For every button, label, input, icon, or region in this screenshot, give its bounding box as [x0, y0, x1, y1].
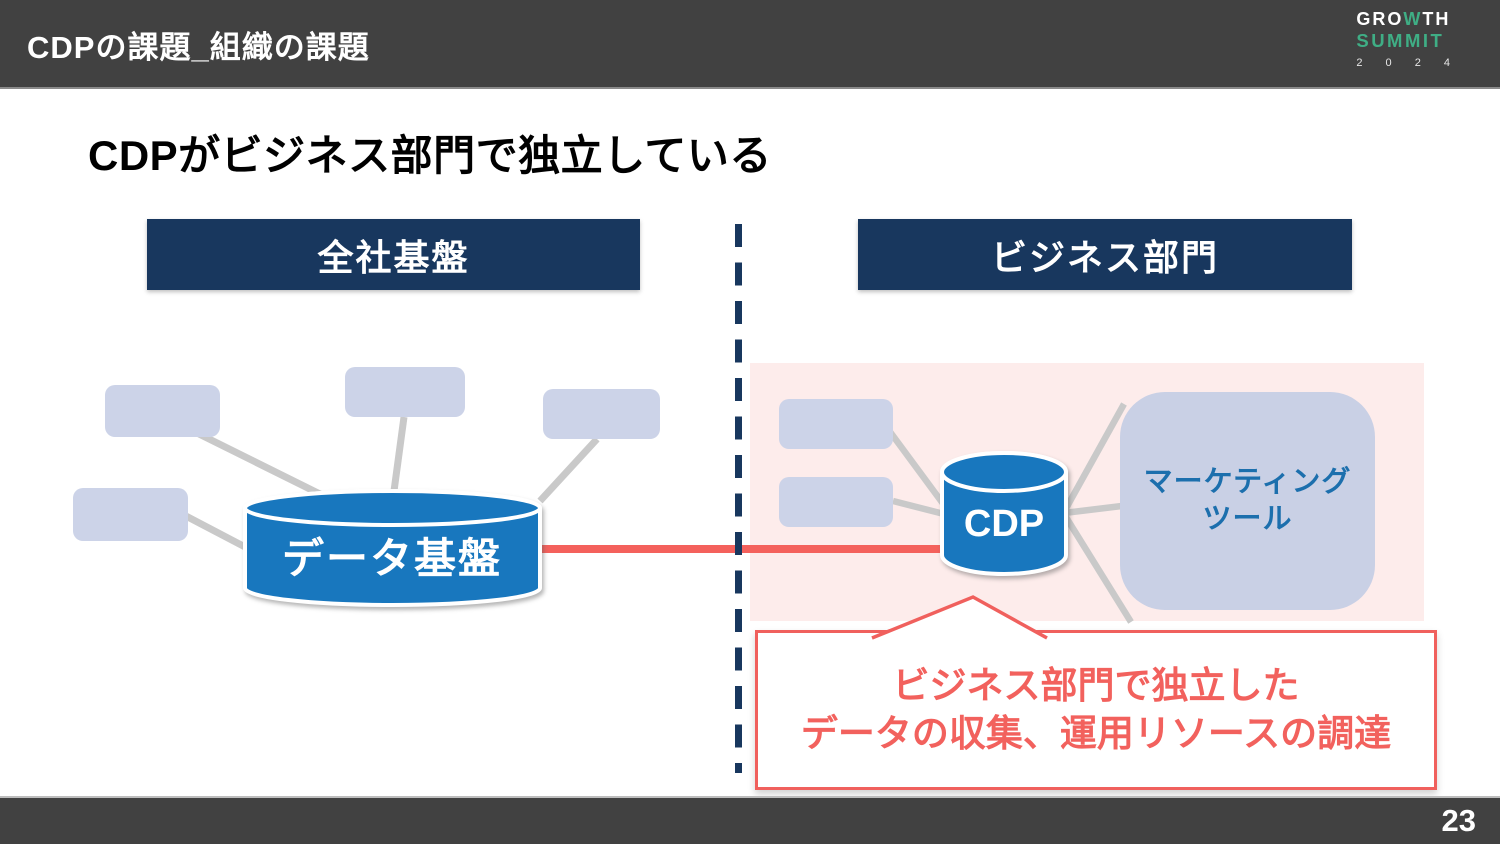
logo-year: 2 0 2 4 [1356, 56, 1460, 69]
logo-th: TH [1422, 9, 1451, 29]
logo-line-summit: SUMMIT [1356, 30, 1445, 51]
header-bar: CDPの課題_組織の課題 GROWTH SUMMIT 2 0 2 4 [0, 0, 1500, 89]
callout-line2: データの収集、運用リソースの調達 [800, 713, 1392, 754]
marketing-tool-label-line2: ツール [1202, 503, 1293, 535]
left-connector-lines [182, 416, 600, 562]
footer-bar: 23 [0, 796, 1500, 844]
page-number: 23 [1441, 803, 1476, 838]
source-box [73, 488, 188, 541]
connector-line [390, 416, 408, 492]
callout-box: ビジネス部門で独立した データの収集、運用リソースの調達 [755, 595, 1437, 790]
section-header-business-division: ビジネス部門 [858, 219, 1352, 290]
callout-line1: ビジネス部門で独立した [892, 665, 1300, 706]
marketing-tool-box: マーケティング ツール [1120, 392, 1375, 610]
callout-text: ビジネス部門で独立した データの収集、運用リソースの調達 [758, 633, 1434, 787]
section-header-company-platform: 全社基盤 [147, 219, 640, 290]
logo-gro: GRO [1356, 9, 1404, 29]
connector-line [191, 427, 334, 504]
growth-summit-logo: GROWTH SUMMIT 2 0 2 4 [1356, 10, 1460, 69]
marketing-tool-label-line1: マーケティング [1143, 466, 1352, 498]
source-box [779, 399, 893, 449]
source-box [345, 367, 465, 417]
data-platform-label: データ基盤 [282, 535, 502, 582]
source-box [543, 389, 660, 439]
header-title: CDPの課題_組織の課題 [27, 30, 370, 65]
logo-line-growth: GROWTH [1356, 10, 1460, 28]
callout-notch [871, 595, 1048, 645]
source-box [779, 477, 893, 527]
data-platform-cylinder: データ基盤 [243, 489, 542, 607]
logo-w-checkmark: W [1403, 9, 1423, 29]
slide-title: CDPがビジネス部門で独立している [88, 132, 772, 179]
connector-line [182, 511, 268, 562]
connector-line [537, 436, 600, 504]
source-box [105, 385, 220, 437]
